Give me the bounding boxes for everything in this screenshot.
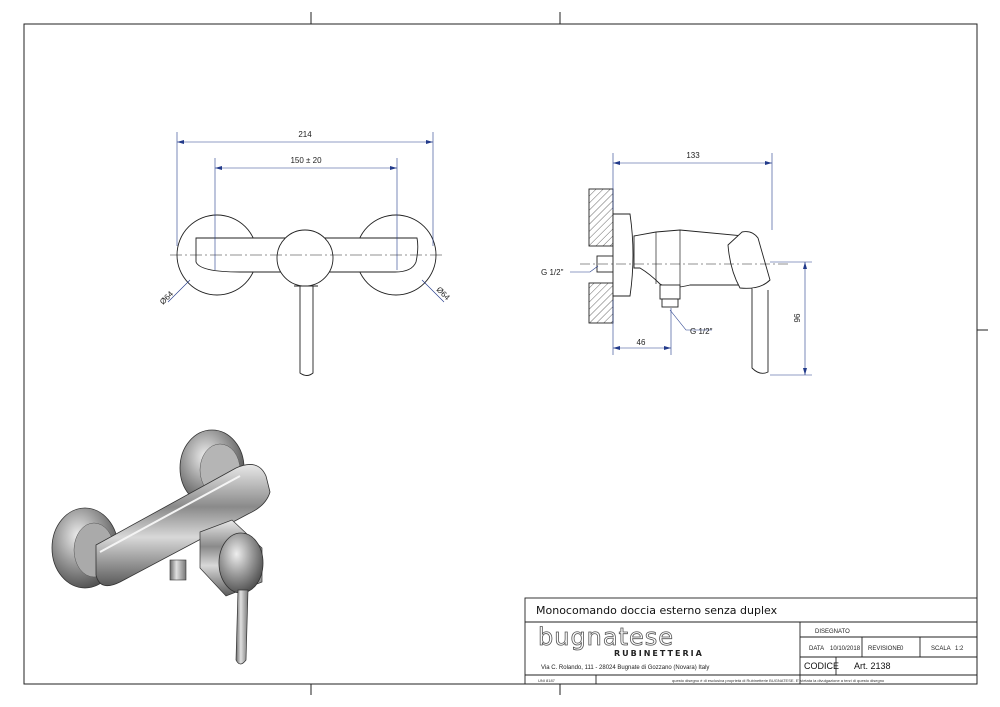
render-knob-face (218, 532, 264, 594)
product-render (51, 429, 271, 665)
wall-section-bottom (588, 282, 614, 324)
render-outlet (169, 559, 187, 581)
revision-label: REVISIONE (868, 646, 901, 652)
dim-total-width: 214 (298, 130, 312, 139)
scale-value: 1:2 (955, 646, 964, 652)
dim-left-diameter: Ø64 (158, 289, 175, 306)
front-lever (299, 286, 314, 376)
title-block (524, 597, 978, 685)
company-address: Via C. Rolando, 111 - 28024 Bugnate di G… (541, 665, 709, 671)
side-knob (727, 231, 771, 289)
render-lever (235, 589, 249, 665)
dim-side-height: 96 (793, 313, 802, 322)
dim-center-distance: 150 ± 20 (290, 156, 322, 165)
dim-outlet-thread: G 1/2" (690, 327, 713, 336)
scale-label: SCALA (931, 646, 951, 652)
outlet-nut (661, 298, 679, 308)
brand-logo: bugnatese (538, 623, 674, 651)
standard-label: UNI 8187 (538, 678, 556, 683)
drawing-border (23, 23, 978, 685)
date-label: DATA (809, 646, 824, 652)
wall-section-top (588, 188, 614, 247)
render-highlight (99, 475, 241, 553)
side-arrows (613, 161, 807, 375)
drawing-title: Monocomando doccia esterno senza duplex (536, 604, 778, 617)
outlet-fitting (659, 284, 681, 300)
dim-side-offset: 46 (637, 338, 646, 347)
centre-knob (276, 229, 334, 287)
legal-note: questo disegno è di esclusiva proprietà … (672, 678, 885, 683)
code-value: Art. 2138 (854, 661, 891, 671)
side-body (633, 229, 747, 288)
front-view: 214 150 ± 20 Ø64 Ø64 (158, 130, 452, 376)
front-dimensions (167, 132, 445, 303)
revision-value: 0 (900, 646, 904, 652)
side-view: 133 G 1/2" G 1/2" 46 96 (541, 151, 812, 376)
front-arrows (177, 140, 433, 170)
side-flange (612, 213, 634, 297)
dim-right-diameter: Ø64 (435, 285, 452, 302)
dim-side-depth: 133 (686, 151, 700, 160)
drawn-label: DISEGNATO (815, 629, 850, 635)
date-value: 10/10/2018 (830, 646, 861, 652)
brand-subtitle: RUBINETTERIA (614, 649, 704, 658)
dim-inlet-thread: G 1/2" (541, 268, 564, 277)
code-label: CODICE (804, 661, 839, 671)
side-dimensions (570, 153, 812, 376)
render-body (95, 464, 271, 587)
side-lever (751, 288, 769, 374)
